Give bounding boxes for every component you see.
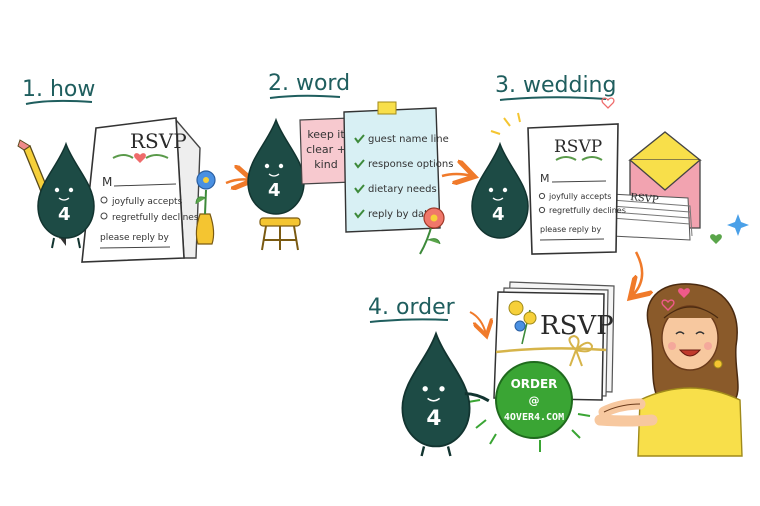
flower-bouquet-icon [508,300,537,345]
checkmark-icon [354,134,365,219]
flower-icon [195,170,216,245]
mascot-3-number: 4 [492,204,505,225]
mascot-3: 4 [471,143,529,239]
card3-title: RSVP [554,137,602,157]
mascot-4: 4 [401,332,490,457]
checklist-item-4: reply by date [368,209,434,220]
mascot-2: 4 [247,119,305,215]
badge-line3: 4OVER4.COM [504,412,564,423]
pink-note-line3: kind [314,158,337,171]
card1-title: RSVP [130,129,187,153]
mascot-4-number: 4 [426,406,441,431]
heart-icon [710,234,722,244]
step-1-label: 1. how [22,77,95,105]
arrow-icon [225,179,250,183]
heart-icon [678,288,690,298]
pink-note-line1: keep it [307,128,345,141]
order-badge: ORDER @ 4OVER4.COM [467,361,591,452]
mascot-1-number: 4 [58,204,71,225]
step-4-label: 4. order [368,295,456,323]
card-stack: RSVP [609,192,693,241]
step-2-label: 2. word [268,71,350,99]
step-3-label: 3. wedding [495,73,616,101]
bundle-title: RSVP [540,311,614,341]
checklist-item-2: response options [368,159,453,170]
sparkle-icon [490,112,521,135]
rsvp-card-1: RSVP M joyfully accepts regretfully decl… [81,117,201,263]
card1-reply: please reply by [100,233,170,243]
sparkle-icon [727,214,749,236]
checklist-card: guest name line response options dietary… [343,101,453,233]
mascot-2-number: 4 [268,180,281,201]
step-3-scene: RSVP RSVP M joyfully accepts regretfully… [471,97,749,255]
step-4-scene: RSVP ORDER @ 4OVER4.COM 4 [401,281,743,457]
badge-line1: ORDER [511,377,558,391]
rsvp-card-3: RSVP M joyfully accepts regretfully decl… [527,123,626,255]
checklist-item-3: dietary needs [368,184,437,195]
card1-accept: joyfully accepts [111,197,183,207]
step-2-text: 2. word [268,71,350,96]
stack-label: RSVP [630,192,660,206]
ribbon-icon [495,334,607,367]
card3-decline: regretfully declines [549,206,626,215]
step-4-text: 4. order [368,295,456,320]
stool [259,217,301,251]
heart-icon [601,97,615,109]
pink-note: keep it clear + kind [299,117,353,185]
card3-reply: please reply by [540,225,601,234]
checklist-item-1: guest name line [368,134,449,145]
laurel-heart-icon [112,153,169,163]
arrow-icon [469,311,486,334]
card1-decline: regretfully declines [112,213,199,223]
happy-customer [594,283,743,457]
arrow-icon [632,251,642,296]
card3-accept: joyfully accepts [548,192,611,201]
badge-line2: @ [529,394,540,407]
red-flower-icon [419,207,445,255]
arrow-icon [441,174,472,176]
laurel-icon [555,156,603,161]
card3-name-line: M [540,172,550,185]
pink-note-line2: clear + [306,143,346,156]
step-1-text: 1. how [22,77,95,102]
step-2-scene: 4 keep it clear + kind guest name line r… [247,101,453,255]
step-3-text: 3. wedding [495,73,616,98]
card1-name-line: M [102,175,112,189]
mascot-1: 4 [37,143,95,249]
step-1-scene: RSVP M joyfully accepts regretfully decl… [17,117,216,263]
heart-icon [661,299,675,311]
